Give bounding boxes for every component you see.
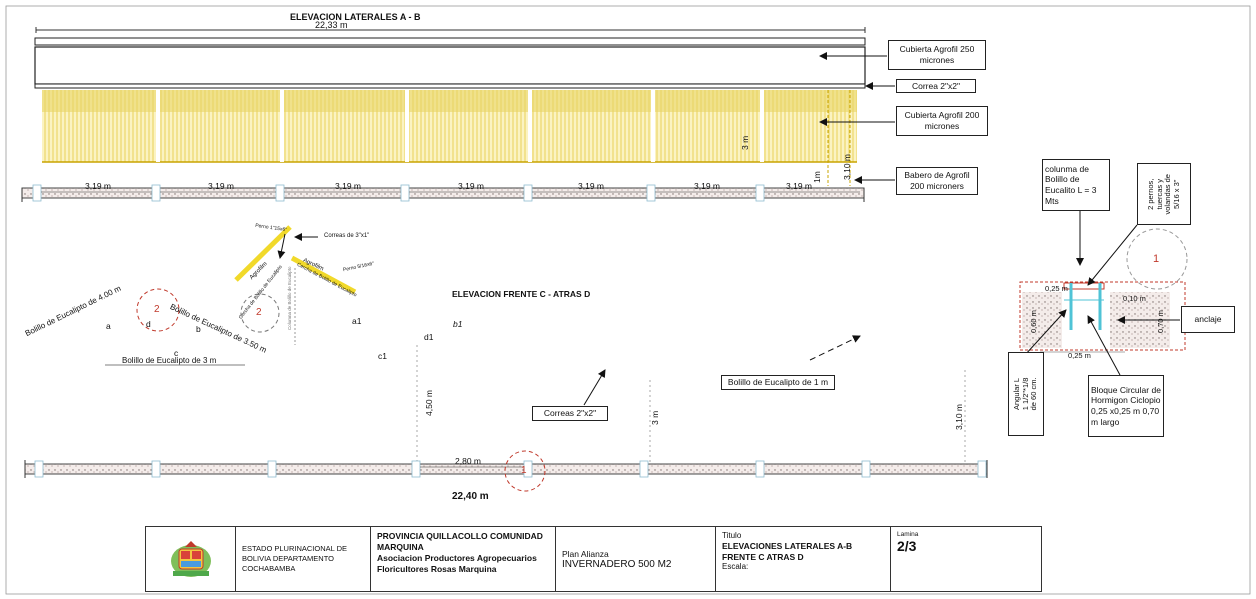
callout-correa: Correa 2"x2"	[896, 79, 976, 93]
escala-label: Escala:	[722, 562, 749, 572]
titulo-cell: Titulo ELEVACIONES LATERALES A-B FRENTE …	[716, 527, 891, 591]
callout-bolillo-1m: Bolillo de Eucalipto de 1 m	[721, 375, 835, 390]
callout-columna: colunma de Bolillo de Eucalito L = 3 Mts	[1042, 159, 1110, 211]
circle-1-front: 1	[521, 465, 527, 476]
letter-c1: c1	[378, 351, 387, 361]
letter-c: c	[174, 348, 179, 358]
letter-d: d	[146, 319, 151, 329]
span-label: 3,19 m	[208, 181, 234, 191]
span-label: 3,19 m	[786, 181, 812, 191]
callout-angular: Angular L 1 1/2"*1/8 de 60 cm.	[1008, 352, 1044, 436]
lamina-value: 2/3	[897, 538, 917, 554]
height-3m-front-label: 3 m	[650, 410, 660, 425]
center-column-label: Columna de Bolillo de Eucalipto	[287, 266, 292, 330]
total-2240-label: 22,40 m	[452, 491, 489, 502]
plan-label: Plan Alianza	[562, 548, 609, 559]
dim-070: 0,70 m	[1156, 310, 1165, 333]
org-cell: ESTADO PLURINACIONAL DE BOLIVIA DEPARTAM…	[236, 527, 371, 591]
lamina-cell: Lamina 2/3	[891, 527, 1021, 591]
angular-text: Angular L 1 1/2"*1/8 de 60 cm.	[1012, 377, 1039, 411]
height-1m-label: 1m	[812, 171, 822, 183]
association-name: Asociacion Productores Agropecuarios Flo…	[377, 553, 537, 574]
span-label: 3,19 m	[578, 181, 604, 191]
front-elevation-title: ELEVACION FRENTE C - ATRAS D	[452, 289, 591, 299]
height-310-front-label: 3,10 m	[954, 404, 964, 430]
callout-cubierta-250: Cubierta Agrofil 250 micrones	[888, 40, 986, 70]
height-3m-label: 3 m	[740, 135, 750, 150]
titulo-value: ELEVACIONES LATERALES A-B FRENTE C ATRAS…	[722, 541, 853, 562]
plan-value: INVERNADERO 500 M2	[562, 558, 672, 570]
coat-of-arms-icon	[170, 541, 211, 577]
callout-cubierta-200: Cubierta Agrofil 200 micrones	[896, 106, 988, 136]
letter-a: a	[106, 321, 111, 331]
height-310-label: 3,10 m	[842, 154, 852, 180]
title-block: ESTADO PLURINACIONAL DE BOLIVIA DEPARTAM…	[145, 526, 1042, 592]
letter-b: b	[196, 324, 201, 334]
letter-a1: a1	[352, 316, 362, 326]
span-280-label: 2,80 m	[455, 456, 481, 466]
callout-anclaje: anclaje	[1181, 306, 1235, 333]
dim-060: 0,60 m	[1029, 310, 1038, 333]
project-cell: PROVINCIA QUILLACOLLO COMUNIDAD MARQUINA…	[371, 527, 556, 591]
span-label: 3,19 m	[85, 181, 111, 191]
side-elevation-title: ELEVACION LATERALES A - B	[290, 12, 421, 22]
letter-d1: d1	[424, 332, 434, 342]
height-450-label: 4,50 m	[424, 390, 434, 416]
dim-025-bottom: 0,25 m	[1068, 351, 1091, 360]
callout-babero: Babero de Agrofil 200 microners	[896, 167, 978, 195]
circle-2-right: 2	[256, 307, 262, 318]
circle-2-left: 2	[154, 304, 160, 315]
callout-correas-2x2: Correas 2"x2"	[532, 406, 608, 421]
bolillo-3-label: Bolillo de Eucalipto de 3 m	[122, 356, 217, 365]
project-name: PROVINCIA QUILLACOLLO COMUNIDAD MARQUINA	[377, 531, 543, 552]
logo-cell	[146, 527, 236, 591]
lamina-label: Lamina	[897, 531, 919, 538]
dim-010: 0,10 m	[1123, 294, 1146, 303]
pernos-text: 2 pernos, tuercas y volandas de 5/16 x 3…	[1145, 173, 1181, 215]
total-length-label: 22,33 m	[315, 20, 348, 30]
letter-b1: b1	[453, 319, 463, 329]
correas-label: Correas de 3"x1"	[324, 233, 370, 239]
titulo-label: Titulo	[722, 531, 742, 540]
plan-cell: Plan Alianza INVERNADERO 500 M2	[556, 527, 716, 591]
span-label: 3,19 m	[335, 181, 361, 191]
span-label: 3,19 m	[694, 181, 720, 191]
dim-025-top: 0,25 m	[1045, 284, 1068, 293]
span-label: 3,19 m	[458, 181, 484, 191]
callout-pernos: 2 pernos, tuercas y volandas de 5/16 x 3…	[1137, 163, 1191, 225]
circle-1-detail: 1	[1153, 253, 1160, 265]
callout-bloque: Bloque Circular de Hormigon Ciclopio 0,2…	[1088, 375, 1164, 437]
